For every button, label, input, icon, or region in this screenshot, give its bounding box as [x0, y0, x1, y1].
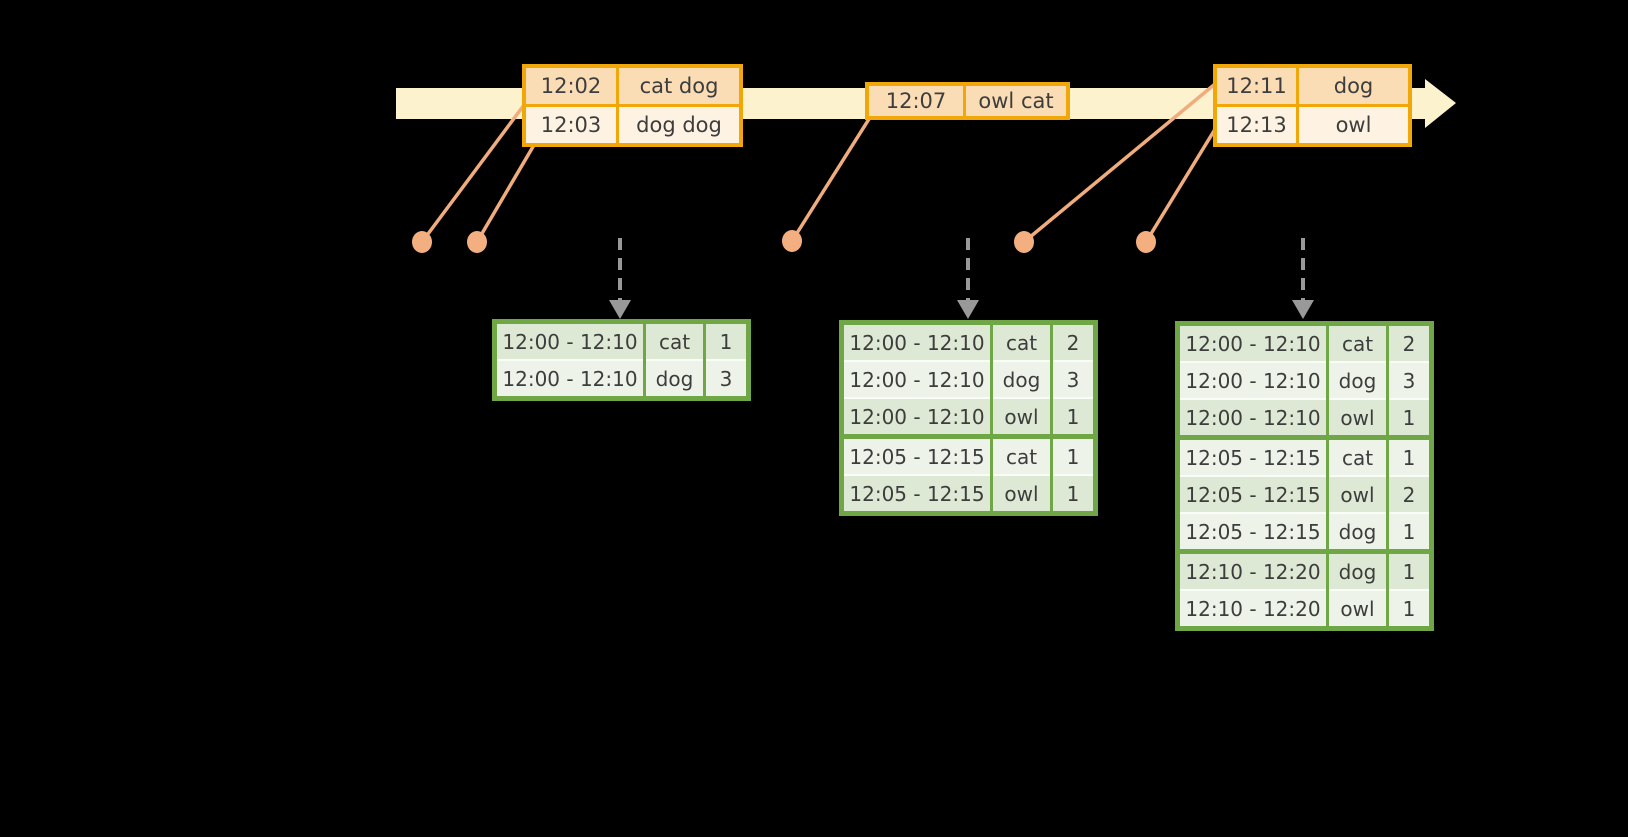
event-dot-icon: [782, 230, 802, 252]
event-dot-icon: [1136, 231, 1156, 253]
window-cell: 12:00 - 12:10: [1177, 399, 1328, 438]
word-cell: owl: [990, 475, 1052, 514]
count-cell: 1: [703, 321, 749, 360]
word-cell: dog: [1326, 362, 1388, 399]
window-cell: 12:00 - 12:10: [841, 398, 992, 437]
event-dot-icon: [1014, 231, 1034, 253]
event-dots: [412, 230, 1156, 253]
window-cell: 12:05 - 12:15: [1177, 476, 1328, 513]
event-words-cell: dog: [1296, 66, 1410, 106]
event-dot-icon: [467, 231, 487, 253]
word-cell: owl: [990, 398, 1052, 437]
word-cell: cat: [990, 436, 1052, 475]
word-cell: cat: [1326, 323, 1388, 362]
count-cell: 3: [1386, 362, 1432, 399]
window-cell: 12:00 - 12:10: [494, 321, 645, 360]
count-cell: 1: [1050, 398, 1096, 437]
count-cell: 3: [1050, 361, 1096, 398]
window-cell: 12:05 - 12:15: [841, 436, 992, 475]
window-cell: 12:10 - 12:20: [1177, 551, 1328, 590]
count-cell: 1: [1050, 436, 1096, 475]
window-cell: 12:00 - 12:10: [841, 322, 992, 361]
word-cell: dog: [990, 361, 1052, 398]
event-words-cell: owl cat: [963, 84, 1068, 118]
connector-line: [420, 103, 526, 244]
window-cell: 12:00 - 12:10: [841, 361, 992, 398]
window-cell: 12:00 - 12:10: [1177, 323, 1328, 362]
word-cell: owl: [1326, 399, 1388, 438]
count-cell: 1: [1386, 437, 1432, 476]
window-cell: 12:10 - 12:20: [1177, 590, 1328, 629]
window-cell: 12:00 - 12:10: [494, 360, 645, 399]
word-cell: dog: [1326, 551, 1388, 590]
connector-line: [475, 144, 536, 243]
word-cell: cat: [1326, 437, 1388, 476]
count-cell: 1: [1386, 513, 1432, 552]
window-cell: 12:05 - 12:15: [841, 475, 992, 514]
word-cell: cat: [990, 322, 1052, 361]
word-cell: dog: [643, 360, 705, 399]
trigger-arrow-icon: [609, 238, 631, 319]
trigger-arrow-icon: [1292, 238, 1314, 319]
count-cell: 3: [703, 360, 749, 399]
window-cell: 12:05 - 12:15: [1177, 513, 1328, 552]
connector-line: [1144, 125, 1219, 243]
word-cell: owl: [1326, 476, 1388, 513]
event-time-cell: 12:03: [524, 105, 618, 145]
event-time-cell: 12:02: [524, 66, 618, 106]
word-cell: cat: [643, 321, 705, 360]
count-cell: 1: [1050, 475, 1096, 514]
event-time-cell: 12:13: [1215, 105, 1298, 145]
count-cell: 1: [1386, 590, 1432, 629]
count-cell: 2: [1050, 322, 1096, 361]
event-words-cell: cat dog: [616, 66, 741, 106]
event-time-cell: 12:11: [1215, 66, 1298, 106]
window-cell: 12:05 - 12:15: [1177, 437, 1328, 476]
count-cell: 2: [1386, 323, 1432, 362]
word-cell: dog: [1326, 513, 1388, 552]
count-cell: 2: [1386, 476, 1432, 513]
window-cell: 12:00 - 12:10: [1177, 362, 1328, 399]
event-words-cell: owl: [1296, 105, 1410, 145]
event-words-cell: dog dog: [616, 105, 741, 145]
count-cell: 1: [1386, 551, 1432, 590]
connector-line: [790, 118, 871, 242]
trigger-arrow-icon: [957, 238, 979, 319]
event-dot-icon: [412, 231, 432, 253]
event-time-cell: 12:07: [867, 84, 965, 118]
count-cell: 1: [1386, 399, 1432, 438]
timeline-arrowhead-icon: [1425, 79, 1456, 128]
trigger-arrows: [609, 238, 1314, 319]
word-cell: owl: [1326, 590, 1388, 629]
